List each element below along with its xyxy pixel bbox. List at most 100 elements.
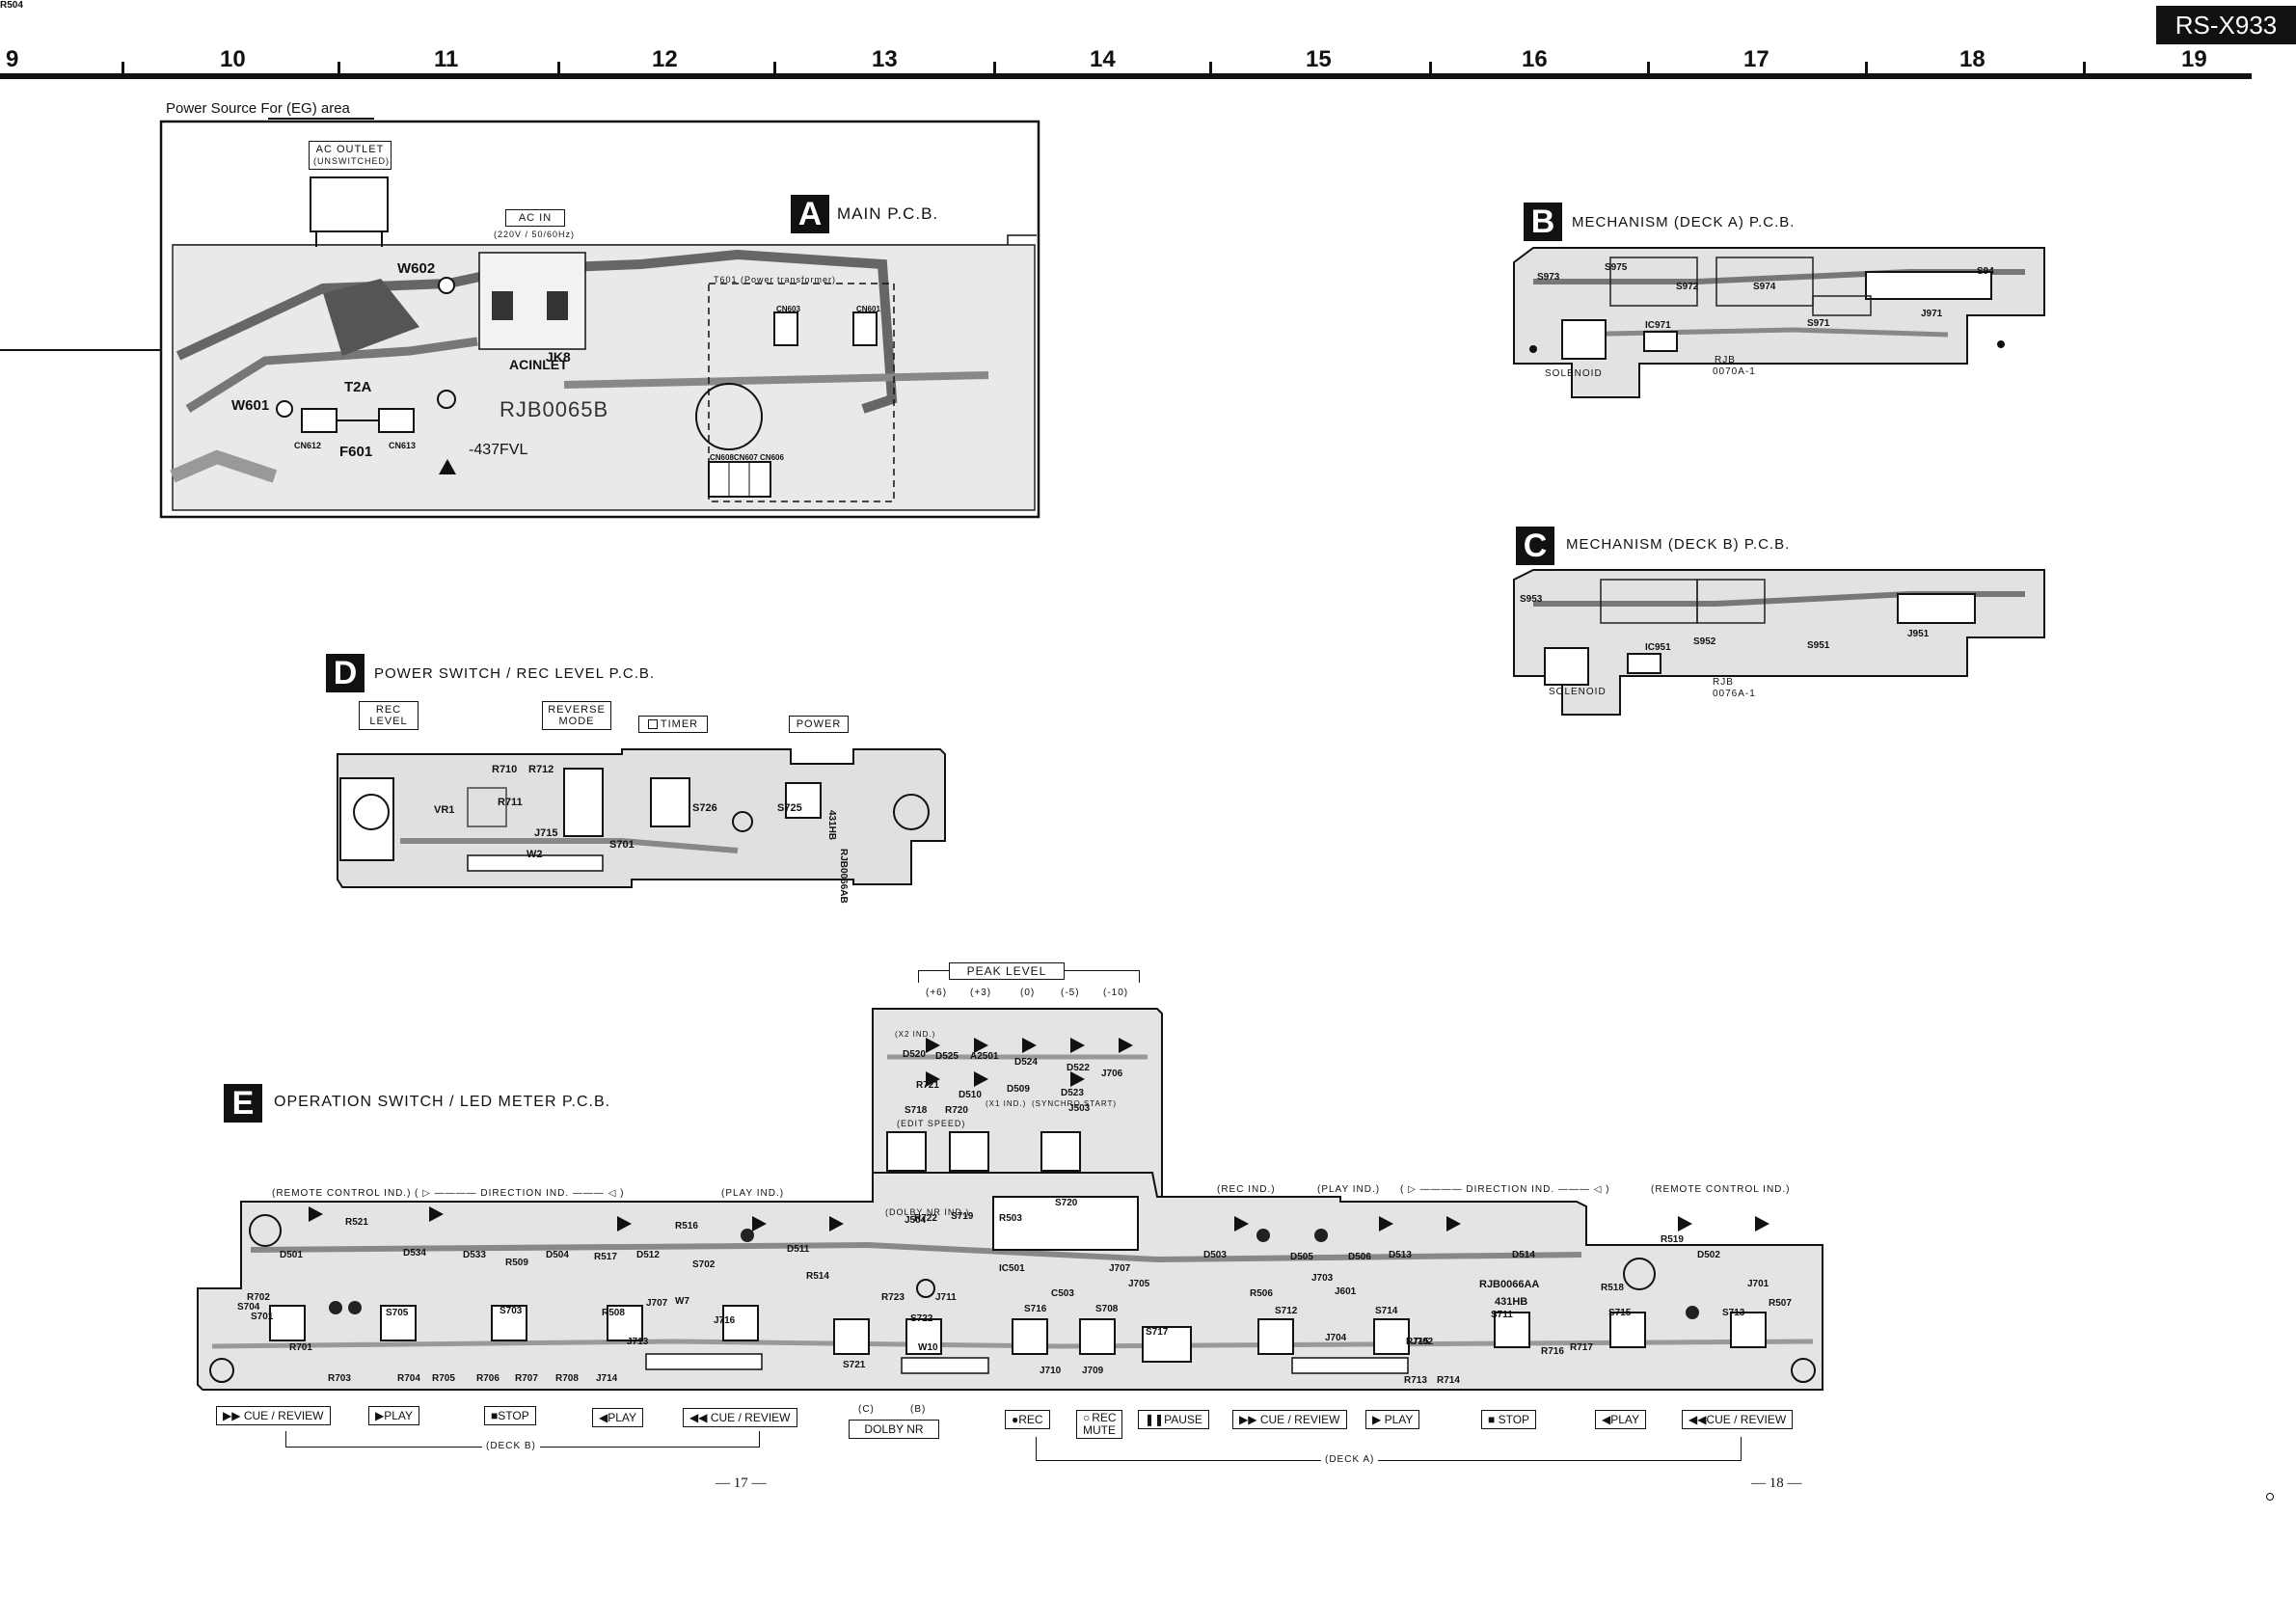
ruler-tick (338, 62, 340, 75)
board-e-ref: J707 (646, 1298, 668, 1309)
reverse-mode-line2: MODE (558, 716, 595, 727)
deck-b-reverse-play-key: ◀PLAY (592, 1408, 644, 1427)
deck-b-reverse-play-text: PLAY (608, 1411, 637, 1424)
ac-outlet-label: AC OUTLET (UNSWITCHED) (309, 141, 392, 170)
deck-a-label: (DECK A) (1321, 1454, 1379, 1465)
w601-label: W601 (231, 397, 270, 414)
rec-ind: (REC IND.) (1217, 1184, 1276, 1195)
board-e-ref: J709 (1082, 1366, 1104, 1376)
deck-b-rewind-text: CUE / REVIEW (710, 1411, 791, 1424)
timer-icon (647, 719, 658, 730)
power-source-caption: Power Source For (EG) area (166, 100, 350, 117)
pause-text: PAUSE (1164, 1413, 1202, 1426)
board-c-pcb (1513, 569, 2045, 716)
x1-ind-label: (X1 IND.) (986, 1099, 1027, 1108)
board-c-ref-ic951: IC951 (1645, 642, 1671, 653)
column-number: 9 (6, 46, 19, 72)
deck-a-reverse-play-text: PLAY (1610, 1413, 1640, 1426)
board-e-ref: R517 (594, 1252, 617, 1262)
deck-a-cue-review-text: CUE / REVIEW (1259, 1413, 1340, 1426)
board-e-ref: S703 (500, 1306, 523, 1316)
peak-level-label: PEAK LEVEL (949, 962, 1065, 980)
board-b-letter: B (1524, 203, 1562, 241)
board-e-ref: D533 (463, 1250, 486, 1260)
board-b-ref-s94: S94 (1977, 266, 1994, 277)
board-d-ref-r710: R710 (492, 764, 518, 775)
board-e-ref: J713 (627, 1337, 649, 1347)
corner-dot (2266, 1493, 2274, 1501)
ruler-tick (122, 62, 124, 75)
board-e-ref: J706 (1101, 1069, 1123, 1079)
jk8-label: JK8 (546, 349, 571, 365)
rec-mute-icon: ○ (1083, 1411, 1091, 1424)
rec-mute-line1: REC (1092, 1411, 1117, 1424)
board-e-ref: D524 (1014, 1057, 1038, 1068)
board-c-part-number: 0076A-1 (1713, 689, 1756, 699)
cn613-label: CN613 (389, 441, 417, 450)
peak-value-0: (0) (1020, 988, 1036, 998)
deck-a-cue-review-key: ▶▶ CUE / REVIEW (1232, 1410, 1347, 1429)
ruler-tick (1647, 62, 1650, 75)
board-c-letter: C (1516, 527, 1554, 565)
direction-right-text: DIRECTION IND. (1466, 1184, 1555, 1195)
deck-a-rewind-key: ◀◀CUE / REVIEW (1682, 1410, 1794, 1429)
synchro-start-label: (SYNCHRO START) (1032, 1099, 1118, 1108)
peak-value-minus10: (-10) (1103, 988, 1129, 998)
board-e-ref: S720 (1055, 1198, 1078, 1208)
board-e-ref: R720 (945, 1105, 968, 1116)
dolby-b-label: (B) (910, 1404, 927, 1415)
column-number: 10 (220, 46, 246, 72)
board-e-ref: R509 (505, 1258, 528, 1268)
deck-b-rewind-key: ◀◀ CUE / REVIEW (683, 1408, 797, 1427)
column-number: 16 (1522, 46, 1548, 72)
acinlet-label: ACINLET (509, 357, 568, 372)
board-c-title: MECHANISM (DECK B) P.C.B. (1566, 536, 1791, 553)
board-e-ref: W7 (675, 1296, 689, 1307)
board-e-ref: S719 (951, 1211, 974, 1222)
board-e-ref: R714 (1437, 1375, 1460, 1386)
pause-icon: ❚❚ (1145, 1413, 1165, 1426)
column-number: 13 (872, 46, 898, 72)
peak-value-plus3: (+3) (970, 988, 992, 998)
board-e-ref: D522 (1067, 1063, 1090, 1073)
board-e-ref: R507 (1769, 1298, 1792, 1309)
board-b-ref-j971: J971 (1921, 309, 1943, 319)
rec-text: REC (1018, 1413, 1043, 1426)
board-e-letter: E (224, 1084, 262, 1123)
board-c-ref-s953: S953 (1520, 594, 1543, 605)
deck-b-play-text: PLAY (384, 1409, 414, 1422)
board-c-solenoid: SOLENOID (1549, 687, 1607, 697)
board-e-ref: R518 (1601, 1283, 1624, 1293)
board-b-pcb (1513, 247, 2045, 398)
board-d-ref-vr1: VR1 (434, 804, 455, 816)
board-e-ref: R508 (602, 1308, 625, 1318)
deck-a-play-text: PLAY (1384, 1413, 1414, 1426)
board-e-ref: R715 (1406, 1337, 1429, 1347)
ruler-tick (773, 62, 776, 75)
board-e-ref: R721 (916, 1080, 939, 1091)
page-number-right: — 18 — (1751, 1475, 1802, 1491)
play-ind-left: (PLAY IND.) (721, 1188, 785, 1199)
board-d-ref-s725: S725 (777, 802, 802, 814)
board-b-solenoid: SOLENOID (1545, 368, 1603, 379)
board-b-part-number: 0070A-1 (1713, 366, 1756, 377)
dolby-c-label: (C) (858, 1404, 875, 1415)
board-e-ref: R519 (1661, 1234, 1684, 1245)
ruler-tick (557, 62, 560, 75)
board-e-ref: D523 (1061, 1088, 1084, 1098)
direction-ind-left: ( ▷ ———— DIRECTION IND. ——— ◁ ) (415, 1188, 625, 1199)
timer-label: TIMER (638, 716, 708, 733)
cn612-label: CN612 (294, 441, 322, 450)
board-d-title: POWER SWITCH / REC LEVEL P.C.B. (374, 665, 656, 682)
board-e-ref: J710 (1040, 1366, 1062, 1376)
reverse-mode-line1: REVERSE (548, 704, 606, 716)
model-badge: RS-X933 (2156, 6, 2296, 44)
ruler-tick (1209, 62, 1212, 75)
board-e-ref: S722 (910, 1313, 933, 1324)
play-icon: ▶ (375, 1409, 385, 1422)
board-e-ref: R516 (675, 1221, 698, 1232)
column-number: 14 (1090, 46, 1116, 72)
transformer-label: T601 (Power transformer) (714, 275, 837, 284)
board-e-ref: IC501 (999, 1263, 1025, 1274)
board-e-ref: S721 (843, 1360, 866, 1370)
